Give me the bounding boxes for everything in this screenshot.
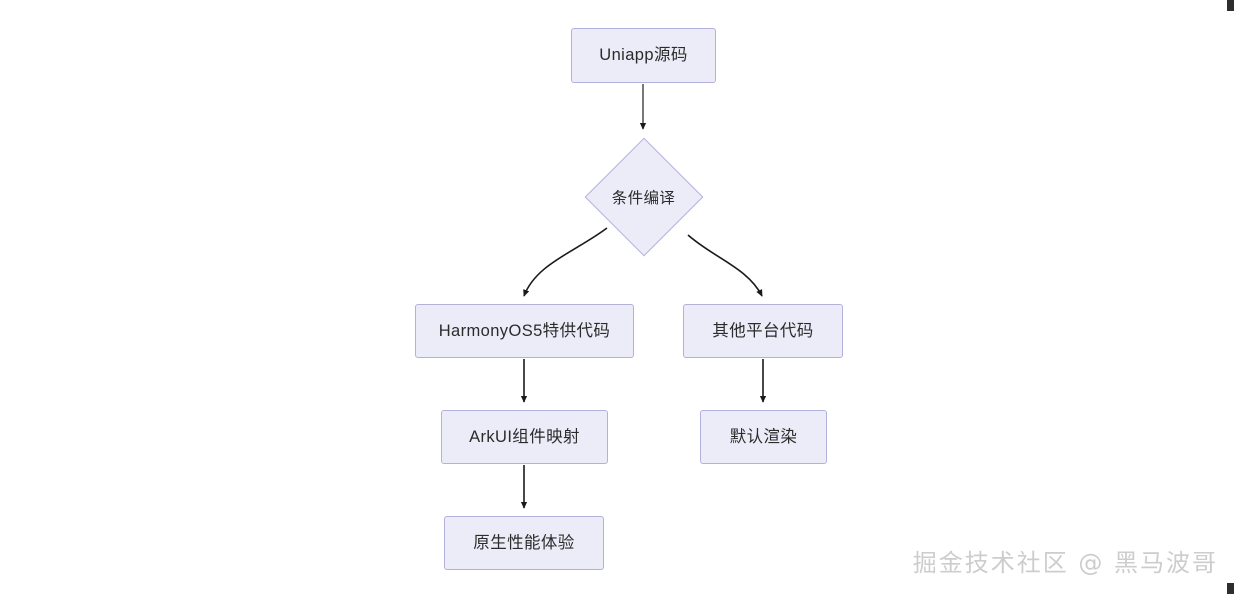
node-native-performance-label: 原生性能体验: [473, 533, 575, 552]
node-other-platform-code-label: 其他平台代码: [712, 321, 814, 340]
node-harmonyos5-code[interactable]: HarmonyOS5特供代码: [415, 304, 634, 358]
scrollbar-nub-top[interactable]: [1227, 0, 1234, 11]
node-default-render-label: 默认渲染: [729, 427, 798, 446]
node-harmonyos5-code-label: HarmonyOS5特供代码: [438, 321, 611, 340]
node-other-platform-code[interactable]: 其他平台代码: [683, 304, 843, 358]
node-uniapp-source[interactable]: Uniapp源码: [571, 28, 716, 83]
node-arkui-component-mapping[interactable]: ArkUI组件映射: [441, 410, 608, 464]
scrollbar-nub-bottom[interactable]: [1227, 583, 1234, 594]
node-default-render[interactable]: 默认渲染: [700, 410, 827, 464]
node-conditional-compile[interactable]: 条件编译: [584, 137, 703, 256]
node-native-performance[interactable]: 原生性能体验: [444, 516, 604, 570]
node-conditional-compile-label: 条件编译: [611, 189, 676, 207]
node-arkui-component-mapping-label: ArkUI组件映射: [469, 427, 580, 446]
watermark-text: 掘金技术社区 @ 黑马波哥: [912, 549, 1218, 577]
node-uniapp-source-label: Uniapp源码: [599, 46, 688, 65]
